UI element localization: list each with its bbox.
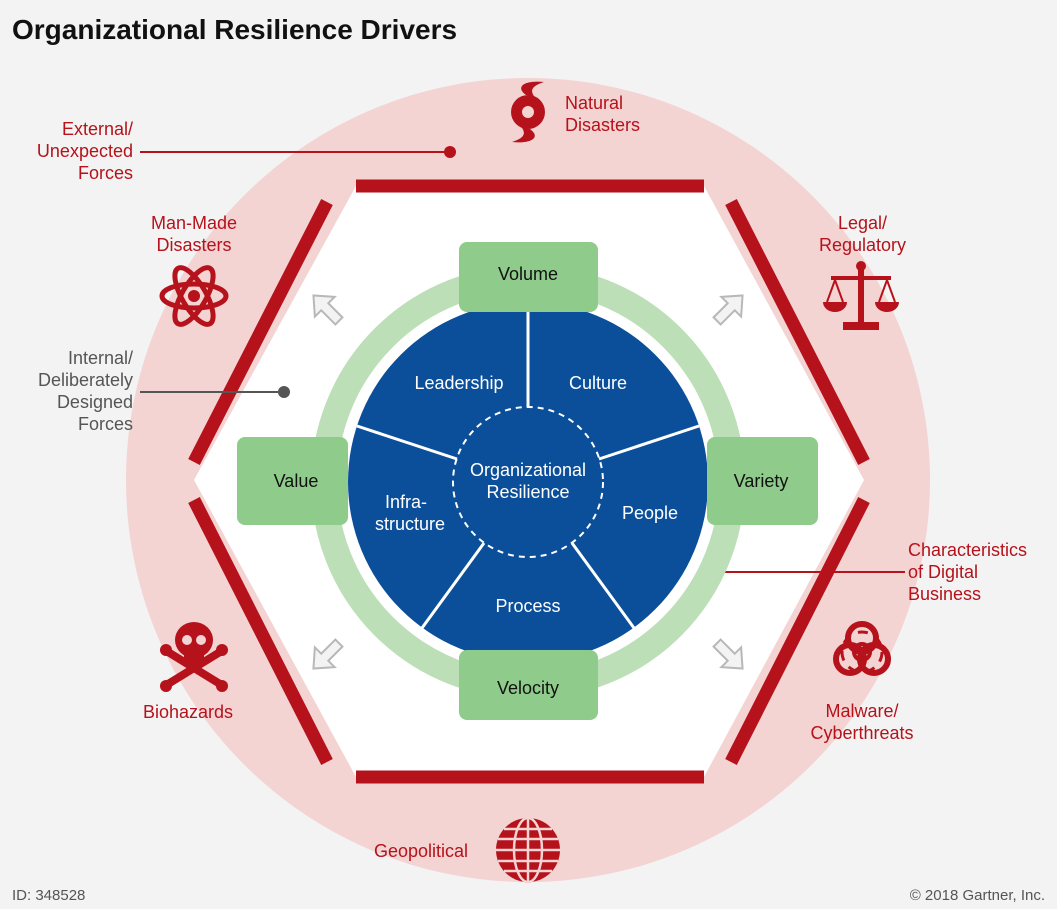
force-malware-cyberthreats: Malware/Cyberthreats: [810, 701, 914, 743]
segment-culture: Culture: [569, 373, 627, 393]
diagram-title: Organizational Resilience Drivers: [12, 14, 458, 45]
resilience-pie: [348, 302, 708, 662]
center-circle: [452, 406, 604, 558]
force-legal-regulatory: Legal/Regulatory: [818, 213, 907, 255]
pie-dividers: [356, 302, 700, 629]
hurricane-icon: [511, 81, 545, 143]
arrow-icon: [312, 294, 344, 326]
arrow-icon: [312, 638, 344, 670]
arrow-icon: [712, 638, 744, 670]
characteristic-boxes: [237, 242, 818, 720]
hexagon-bars: [188, 179, 870, 784]
segment-infrastructure: Infra-: [385, 492, 427, 512]
outward-arrows: [312, 294, 744, 670]
biohazard-icon: [833, 621, 891, 676]
copyright: © 2018 Gartner, Inc.: [909, 887, 1045, 904]
center-label: Organizational: [470, 460, 586, 480]
force-geopolitical: Geopolitical: [374, 841, 469, 861]
atom-icon: [159, 265, 229, 327]
document-id: ID: 348528: [12, 887, 86, 904]
center-label: Resilience: [486, 482, 569, 502]
characteristic-velocity: Velocity: [497, 678, 559, 698]
scales-icon: [823, 261, 899, 330]
segment-process: Process: [495, 596, 560, 616]
segment-leadership: Leadership: [414, 373, 503, 393]
force-biohazards: Biohazards: [143, 702, 234, 722]
characteristic-variety: Variety: [734, 471, 789, 491]
segment-infrastructure: structure: [375, 514, 445, 534]
segment-people: People: [622, 503, 678, 523]
callout-lines: [140, 146, 905, 578]
globe-icon: [496, 816, 560, 884]
arrow-icon: [712, 294, 744, 326]
skull-crossbones-icon: [160, 622, 228, 692]
characteristic-volume: Volume: [498, 264, 558, 284]
characteristic-value: Value: [274, 471, 319, 491]
